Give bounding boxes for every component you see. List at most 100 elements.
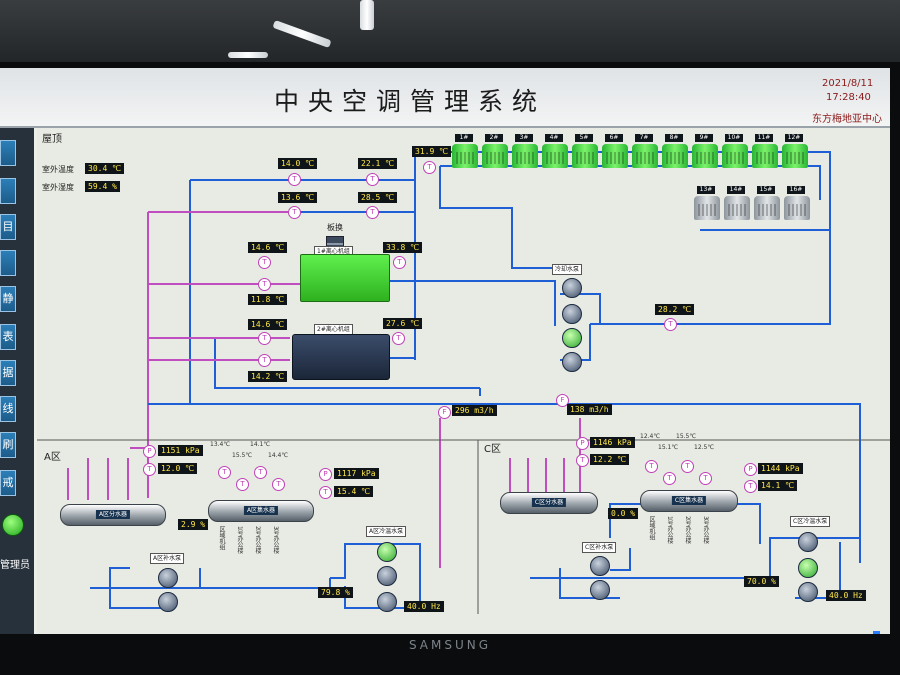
cooling-tower-number: 11#	[755, 134, 773, 142]
temp-sensor-icon[interactable]: T	[258, 256, 271, 269]
temp-sensor-icon[interactable]: T	[319, 486, 332, 499]
cooling-tower-icon	[542, 144, 568, 168]
temp-sensor-icon[interactable]: T	[236, 478, 249, 491]
temp-sensor-icon[interactable]: T	[664, 318, 677, 331]
sidebar-button-4[interactable]	[0, 250, 16, 276]
cooling-tower-4[interactable]: 4#	[542, 134, 568, 168]
sidebar-button-3[interactable]: 目	[0, 214, 16, 240]
cooling-tower-11[interactable]: 11#	[752, 134, 778, 168]
cooling-pump-2[interactable]	[562, 304, 582, 324]
flow-sensor-icon[interactable]: F	[556, 394, 569, 407]
zone-c-flow: 138 m3/h	[567, 404, 612, 415]
temp-sensor-icon[interactable]: T	[288, 206, 301, 219]
temp-sensor-icon[interactable]: T	[218, 466, 231, 479]
cooling-tower-1[interactable]: 1#	[452, 134, 478, 168]
sidebar-button-2[interactable]	[0, 178, 16, 204]
hx-outlet-temp-2: 28.5 ℃	[358, 192, 398, 203]
cooling-tower-9[interactable]: 9#	[692, 134, 718, 168]
chiller1-evap-in-temp: 14.6 ℃	[248, 242, 288, 253]
sidebar-button-7[interactable]: 据	[0, 360, 16, 386]
temp-sensor-icon[interactable]: T	[366, 173, 379, 186]
zone-c-return-header[interactable]: C区集水器	[640, 490, 738, 512]
cooling-tower-number: 13#	[697, 186, 715, 194]
zone-a-chw-pump-1[interactable]	[377, 542, 397, 562]
cooling-tower-3[interactable]: 3#	[512, 134, 538, 168]
cooling-tower-5[interactable]: 5#	[572, 134, 598, 168]
header-bar: 中央空调管理系统 2021/8/11 17:28:40 东方梅地亚中心	[0, 68, 890, 128]
cooling-tower-14[interactable]: 14#	[724, 186, 750, 220]
chiller-1-unit[interactable]	[300, 254, 390, 302]
cooling-tower-number: 9#	[695, 134, 713, 142]
sidebar-button-5[interactable]: 静	[0, 286, 16, 312]
zone-c-chw-pump-3[interactable]	[798, 582, 818, 602]
sidebar-button-9[interactable]: 刷	[0, 432, 16, 458]
zone-c-chw-pump-2[interactable]	[798, 558, 818, 578]
chiller1-cond-out-temp: 33.8 ℃	[383, 242, 423, 253]
cooling-pump-3[interactable]	[562, 328, 582, 348]
zone-c-branch-4: 3号办公楼	[702, 516, 709, 544]
pressure-sensor-icon[interactable]: P	[744, 463, 757, 476]
zone-a-makeup-pump-1[interactable]	[158, 568, 178, 588]
cooling-tower-7[interactable]: 7#	[632, 134, 658, 168]
cooling-pump-1[interactable]	[562, 278, 582, 298]
sidebar-button-10[interactable]: 戒	[0, 470, 16, 496]
temp-sensor-icon[interactable]: T	[744, 480, 757, 493]
cooling-tower-8[interactable]: 8#	[662, 134, 688, 168]
zone-c-supply-header-label: C区分水器	[531, 498, 567, 507]
pressure-sensor-icon[interactable]: P	[319, 468, 332, 481]
cooling-tower-16[interactable]: 16#	[784, 186, 810, 220]
cooling-tower-12[interactable]: 12#	[782, 134, 808, 168]
zone-a-chw-pump-2[interactable]	[377, 566, 397, 586]
zone-a-chw-pump-3[interactable]	[377, 592, 397, 612]
zone-c-branch-2: 1号办公楼	[666, 516, 673, 544]
flow-sensor-icon[interactable]: F	[438, 406, 451, 419]
zone-c-pressure: 1146 kPa	[590, 437, 635, 448]
temp-sensor-icon[interactable]: T	[392, 332, 405, 345]
zone-c-chw-pump-1[interactable]	[798, 532, 818, 552]
sidebar-button-1[interactable]	[0, 140, 16, 166]
cooling-tower-2[interactable]: 2#	[482, 134, 508, 168]
temp-sensor-icon[interactable]: T	[699, 472, 712, 485]
temp-sensor-icon[interactable]: T	[143, 463, 156, 476]
cooling-tower-icon	[662, 144, 688, 168]
temp-sensor-icon[interactable]: T	[645, 460, 658, 473]
sidebar-button-6[interactable]: 表	[0, 324, 16, 350]
zone-c-makeup-pump-1[interactable]	[590, 556, 610, 576]
cooling-tower-10[interactable]: 10#	[722, 134, 748, 168]
sidebar-button-8[interactable]: 线	[0, 396, 16, 422]
temp-sensor-icon[interactable]: T	[272, 478, 285, 491]
temp-sensor-icon[interactable]: T	[393, 256, 406, 269]
cooling-tower-15[interactable]: 15#	[754, 186, 780, 220]
temp-sensor-icon[interactable]: T	[254, 466, 267, 479]
cooling-tower-number: 14#	[727, 186, 745, 194]
temp-sensor-icon[interactable]: T	[288, 173, 301, 186]
pressure-sensor-icon[interactable]: P	[143, 445, 156, 458]
zone-c-chw-pump-label: C区冷温水泵	[790, 516, 831, 527]
status-indicator-icon[interactable]	[2, 514, 24, 536]
temp-sensor-icon[interactable]: T	[258, 278, 271, 291]
temp-sensor-icon[interactable]: T	[258, 354, 271, 367]
temp-sensor-icon[interactable]: T	[576, 454, 589, 467]
zone-a-supply-header[interactable]: A区分水器	[60, 504, 166, 526]
zone-c-supply-header[interactable]: C区分水器	[500, 492, 598, 514]
sidebar: 目 静 表 据 线 刷 戒 管理员	[0, 128, 34, 634]
management-label[interactable]: 管理员	[0, 560, 30, 571]
temp-sensor-icon[interactable]: T	[366, 206, 379, 219]
chiller2-evap-in-temp: 14.6 ℃	[248, 319, 288, 330]
pressure-sensor-icon[interactable]: P	[576, 437, 589, 450]
zone-a-makeup-pump-2[interactable]	[158, 592, 178, 612]
cooling-tower-6[interactable]: 6#	[602, 134, 628, 168]
zone-c-makeup-pump-2[interactable]	[590, 580, 610, 600]
cooling-tower-icon	[692, 144, 718, 168]
chiller-2-unit[interactable]	[292, 334, 390, 380]
cooling-tower-number: 12#	[785, 134, 803, 142]
temp-sensor-icon[interactable]: T	[663, 472, 676, 485]
cooling-tower-13[interactable]: 13#	[694, 186, 720, 220]
zone-c-branch-3: 2号办公楼	[684, 516, 691, 544]
cooling-tower-icon	[724, 196, 750, 220]
zone-a-return-header[interactable]: A区集水器	[208, 500, 314, 522]
cooling-pump-4[interactable]	[562, 352, 582, 372]
temp-sensor-icon[interactable]: T	[258, 332, 271, 345]
temp-sensor-icon[interactable]: T	[681, 460, 694, 473]
temp-sensor-icon[interactable]: T	[423, 161, 436, 174]
